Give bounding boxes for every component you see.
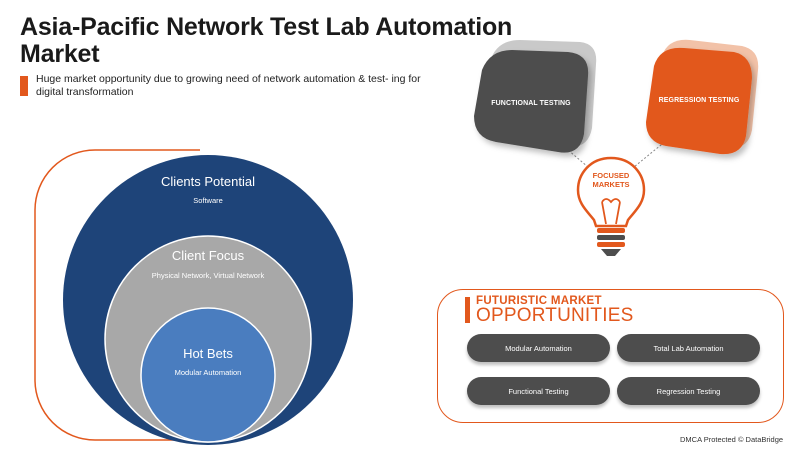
regression-testing-label: REGRESSION TESTING (658, 97, 740, 104)
outer-circle-title: Clients Potential (161, 174, 255, 189)
connector-right (633, 126, 684, 168)
circle-outline-arc (34, 149, 200, 441)
inner-circle-labels: Hot Bets Modular Automation (175, 346, 242, 377)
regression-testing-blob (646, 47, 752, 155)
functional-testing-blob (474, 50, 589, 153)
opportunities-heading-line2: OPPORTUNITIES (476, 305, 634, 326)
subtitle-block: Huge market opportunity due to growing n… (20, 73, 440, 99)
subtitle-text: Huge market opportunity due to growing n… (36, 73, 421, 98)
opportunity-pill: Regression Testing (617, 377, 760, 405)
focused-markets-label: FOCUSED MARKETS (592, 171, 629, 189)
opportunity-pill: Modular Automation (467, 334, 610, 362)
focused-markets-line1: FOCUSED (592, 171, 630, 180)
opportunities-heading-line1: FUTURISTIC MARKET (476, 295, 602, 307)
inner-circle-title: Hot Bets (183, 346, 233, 361)
opportunities-accent-bar (465, 297, 470, 323)
focused-markets-line2: MARKETS (592, 180, 630, 189)
lightbulb-icon (576, 156, 646, 256)
outer-circle-labels: Clients Potential Software (161, 174, 255, 205)
inner-circle-subtitle: Modular Automation (174, 368, 242, 377)
functional-testing-label: FUNCTIONAL TESTING (491, 100, 571, 107)
page-title: Asia-Pacific Network Test Lab Automation… (20, 13, 513, 68)
opportunity-pill: Total Lab Automation (617, 334, 760, 362)
middle-circle-title: Client Focus (171, 248, 245, 263)
watermark-text: DMCA Protected © DataBridge (680, 435, 784, 444)
middle-circle-subtitle: Physical Network, Virtual Network (151, 271, 265, 280)
inner-circle-hot-bets (140, 307, 276, 443)
opportunities-panel (437, 289, 784, 423)
subtitle-accent-bar (20, 76, 28, 96)
outer-circle-subtitle: Software (193, 196, 223, 205)
middle-circle-labels: Client Focus Physical Network, Virtual N… (152, 248, 264, 280)
opportunity-pill: Functional Testing (467, 377, 610, 405)
